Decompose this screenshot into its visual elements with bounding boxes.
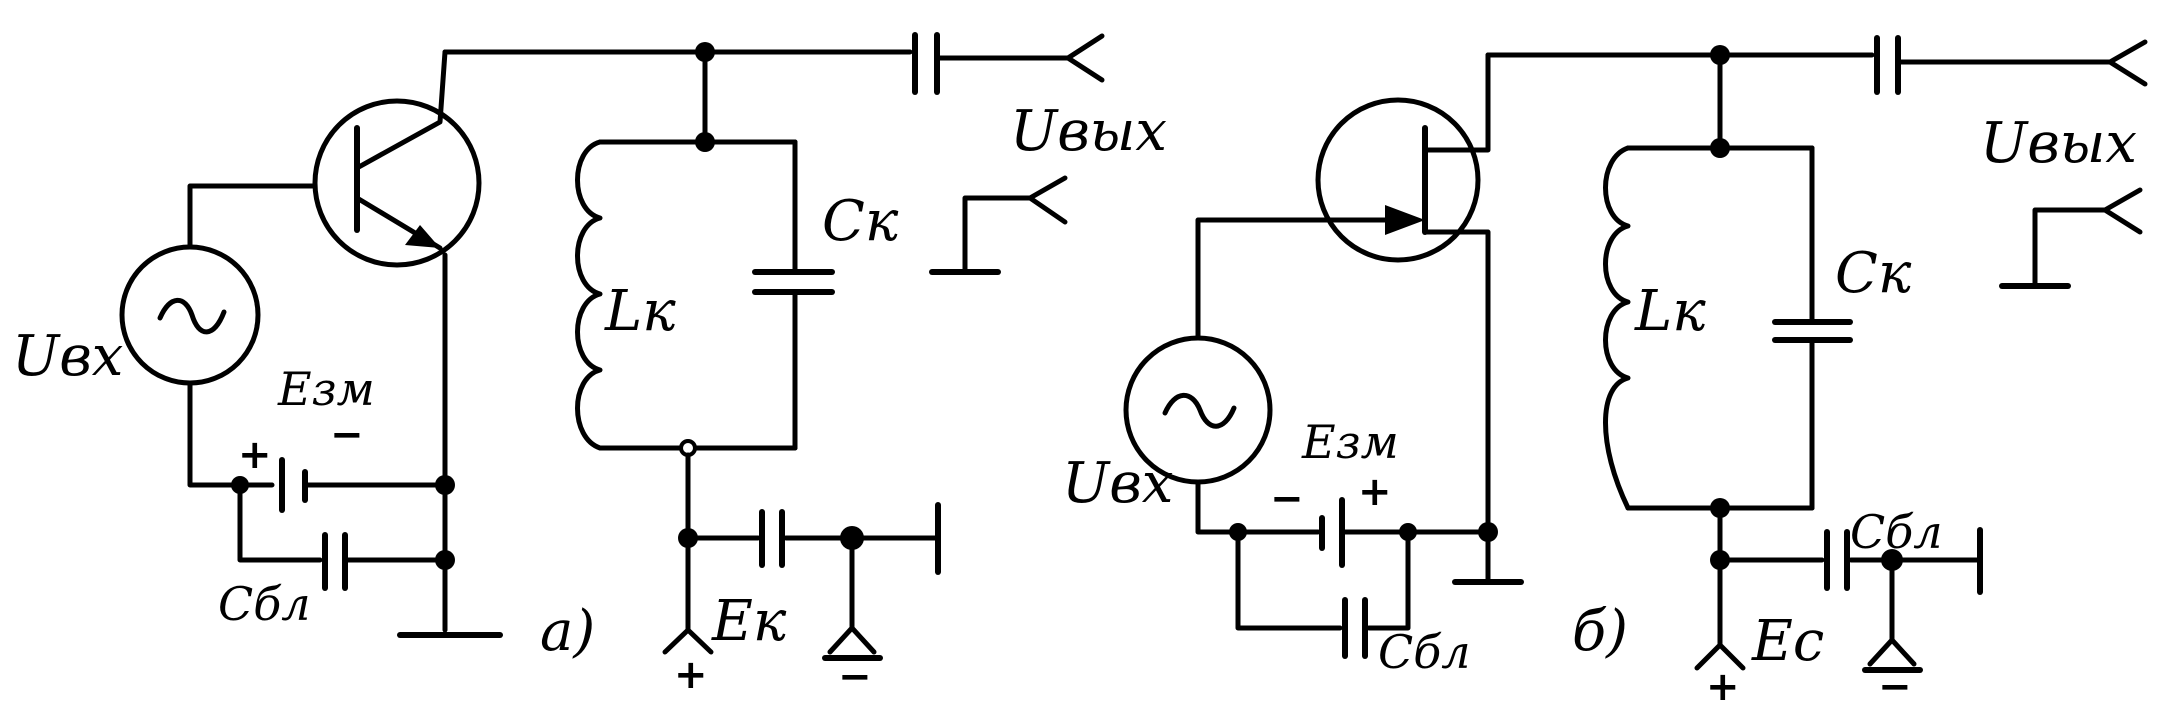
wire-output-ground-b [2032, 207, 2108, 288]
ac-wave-icon [1162, 392, 1237, 429]
label-supply-plus: + [674, 652, 708, 698]
wire-source-bias-b [1195, 479, 1321, 535]
label-c-tank: Cк [822, 189, 899, 254]
label-bias-minus: − [330, 412, 364, 458]
supply-terminal-icon [1867, 637, 1917, 667]
wire-output-ground-a [962, 195, 1033, 275]
circuit-a: Uвх Uвых Eзм + − Cбл Lк Cк а) Eк + − [12, 32, 1167, 700]
label-bias-plus: + [238, 432, 272, 478]
label-supply-minus: − [838, 654, 872, 700]
label-e-bias: Eзм [1301, 415, 1399, 469]
inductor-coil-icon [1603, 145, 1631, 511]
circuit-b: Uвх Uвых Eзм − + Cбл Cбл Lк Cк б) Ec + − [1062, 35, 2148, 704]
ac-wave-icon [157, 297, 227, 335]
wire-bypass-a [237, 482, 323, 563]
supply-terminal-icon [827, 625, 877, 655]
wire-gate-bypass-return-b [1366, 529, 1411, 631]
label-u-out: Uвых [1980, 111, 2137, 176]
junction-dot [435, 475, 455, 495]
inductor-coil-icon [575, 139, 603, 451]
bipolar-transistor [312, 49, 482, 268]
label-bias-plus: + [1358, 469, 1392, 515]
junction-dot [435, 550, 455, 570]
label-l-tank: Lк [604, 279, 676, 344]
input-source-a [119, 244, 261, 386]
label-bias-minus: − [1270, 476, 1304, 522]
label-c-bypass-supply: Cбл [1850, 505, 1943, 559]
label-u-in: Uвх [12, 324, 123, 389]
label-supply: Ec [1751, 609, 1824, 674]
output-terminal-icon [2107, 39, 2148, 87]
supply-terminal-icon [1694, 642, 1746, 671]
transistor-envelope [1315, 97, 1481, 263]
wire-source-gate-b [1195, 217, 1418, 341]
transistor-source-lead [1422, 229, 1491, 563]
label-supply-minus: − [1878, 664, 1912, 704]
label-c-bypass-gate: Cбл [1378, 625, 1471, 679]
transistor-drain-lead [1422, 52, 1491, 153]
output-terminal-icon [1027, 175, 1068, 225]
label-circuit-tag: б) [1572, 599, 1628, 664]
output-terminal-icon [1065, 33, 1105, 83]
junction-dot [840, 526, 864, 550]
label-u-in: Uвх [1062, 451, 1173, 516]
label-supply: Eк [711, 589, 787, 654]
transistor-envelope [312, 98, 482, 268]
label-circuit-tag: а) [540, 599, 595, 664]
field-effect-transistor [1315, 52, 1491, 563]
wire-gate-bypass-b [1235, 529, 1343, 631]
output-terminal-icon [2102, 187, 2143, 235]
label-e-bias: Eзм [277, 362, 375, 416]
label-c-tank: Cк [1835, 241, 1912, 306]
gate-arrow-icon [1385, 205, 1425, 235]
label-supply-plus: + [1706, 664, 1740, 704]
label-l-tank: Lк [1634, 279, 1706, 344]
emitter-arrow-icon [405, 225, 440, 248]
supply-terminal-icon [662, 627, 714, 655]
transistor-collector-lead [354, 49, 448, 171]
label-c-bypass: Cбл [218, 577, 311, 631]
label-u-out: Uвых [1010, 99, 1167, 164]
junction-dot [1881, 549, 1903, 571]
wire-source-base-a [187, 183, 318, 250]
